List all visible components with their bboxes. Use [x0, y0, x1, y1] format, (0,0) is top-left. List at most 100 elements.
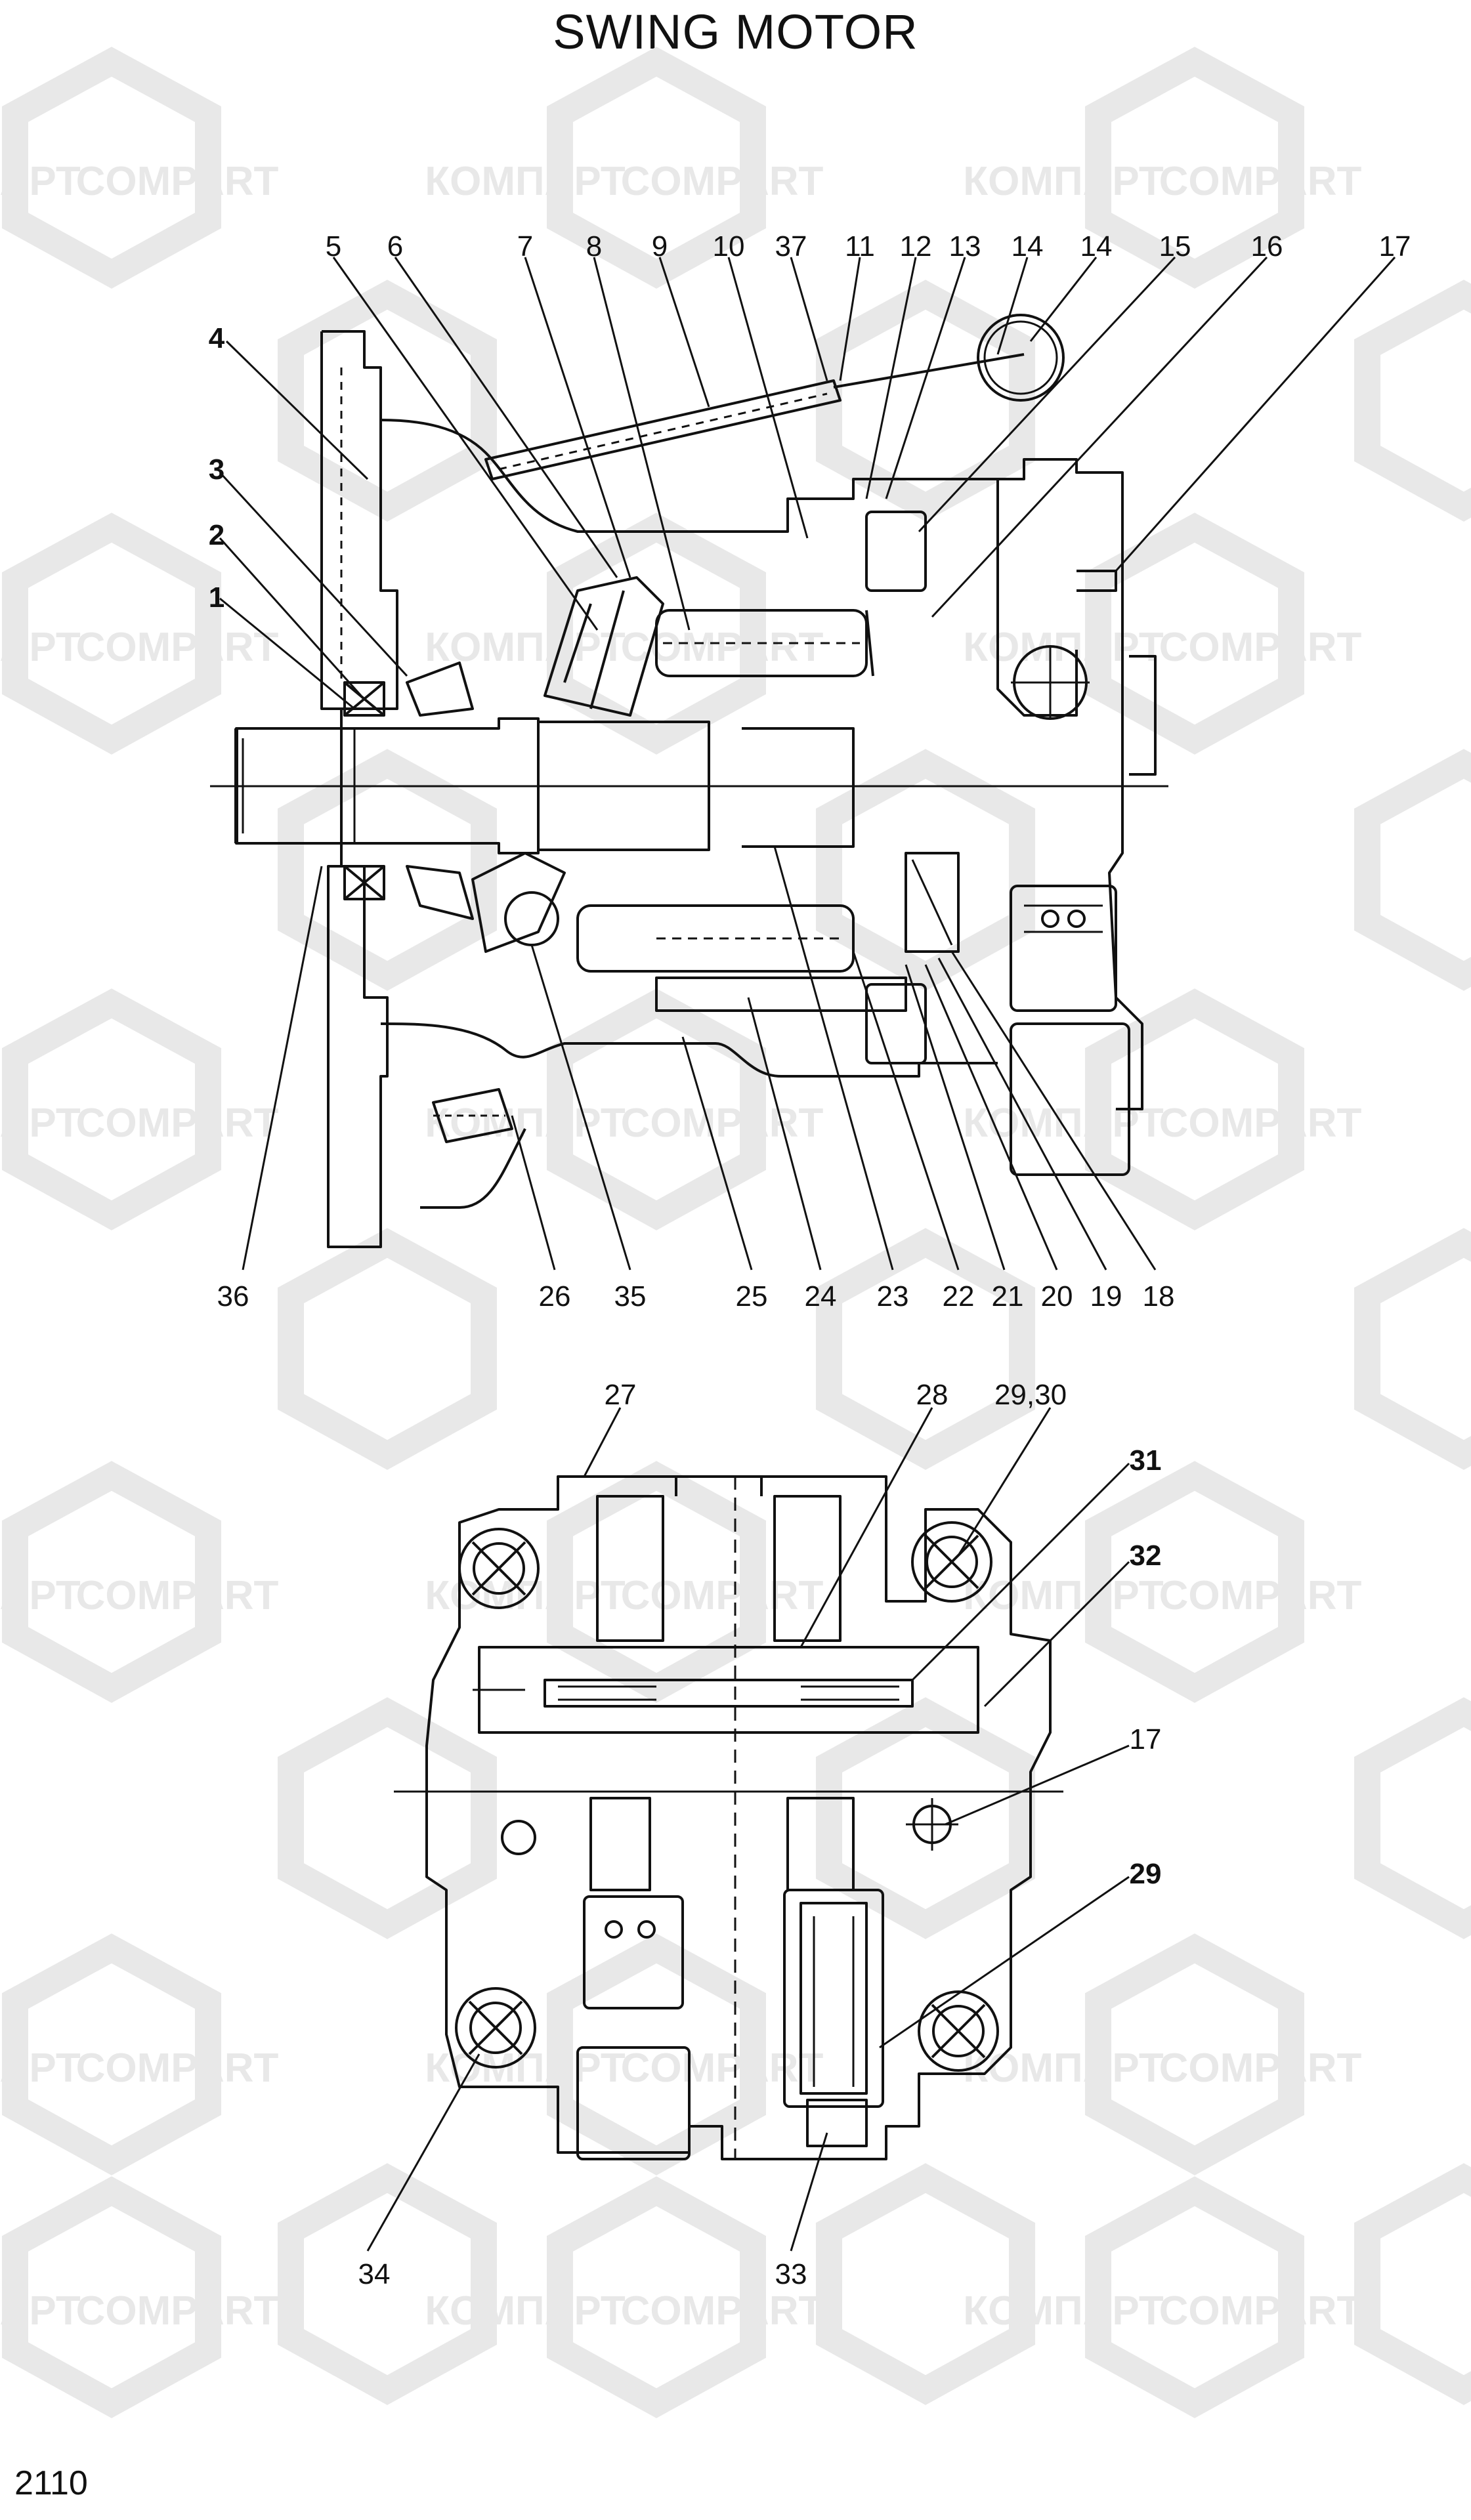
relief-valve — [1010, 885, 1130, 1176]
callout-27: 27 — [605, 1379, 637, 1411]
watermark-hexagon — [816, 1697, 1035, 1939]
callout-35: 35 — [614, 1280, 647, 1312]
watermark-text: КОМПАРТ — [0, 2046, 81, 2091]
watermark-hexagon — [2, 2176, 221, 2418]
callout-6: 6 — [387, 230, 403, 262]
callout-11: 11 — [845, 230, 875, 262]
watermark-hexagon — [547, 1461, 766, 1703]
callout-12: 12 — [900, 230, 932, 262]
callout-5: 5 — [326, 230, 341, 262]
callout-13: 13 — [949, 230, 981, 262]
watermark-hexagon — [1354, 749, 1471, 991]
callout-1: 1 — [209, 581, 224, 614]
watermark-hexagon — [816, 280, 1035, 522]
page-title: SWING MOTOR — [553, 5, 918, 59]
watermark-hexagon — [1085, 1461, 1304, 1703]
watermark-text: КОМПАРТ — [425, 2288, 626, 2334]
watermark-text: КОМПАРТ — [0, 1101, 81, 1146]
watermark-hexagon — [278, 280, 497, 522]
motor-housing-upper — [380, 419, 1143, 1110]
callout-16: 16 — [1251, 230, 1283, 262]
callout-7: 7 — [517, 230, 533, 262]
watermark-text: КОМПАРТ — [963, 2288, 1164, 2334]
valve-plate — [865, 511, 1090, 1064]
callout-19: 19 — [1090, 1280, 1122, 1312]
watermark-layer: COMPARTКОМПАРТCOMPARTКОМПАРТCOMPARTКОМПА… — [0, 47, 1471, 2418]
callout-29-30: 29,30 — [994, 1379, 1067, 1411]
watermark-text: КОМПАРТ — [425, 1573, 626, 1618]
callout-17: 17 — [1379, 230, 1411, 262]
watermark-hexagon — [2, 1461, 221, 1703]
watermark-hexagon — [547, 2176, 766, 2418]
watermark-text: COMPART — [621, 159, 824, 204]
watermark-hexagon — [547, 988, 766, 1230]
watermark-hexagon — [547, 513, 766, 755]
swash-plate — [471, 576, 664, 953]
callout-28: 28 — [916, 1379, 949, 1411]
watermark-hexagon — [547, 47, 766, 289]
watermark-text: COMPART — [1159, 1573, 1362, 1618]
watermark-hexagon — [1085, 513, 1304, 755]
callout-labels-bottom: 27 28 29,30 31 32 17 29 34 33 — [358, 1379, 1162, 2290]
callout-23: 23 — [877, 1280, 909, 1312]
watermark-text: COMPART — [621, 1101, 824, 1146]
watermark-text: COMPART — [621, 2046, 824, 2091]
watermark-hexagon — [1354, 2163, 1471, 2405]
watermark-text: COMPART — [1159, 2288, 1362, 2334]
watermark-hexagon — [1354, 280, 1471, 522]
watermark-text: COMPART — [1159, 159, 1362, 204]
watermark-hexagon — [1085, 47, 1304, 289]
watermark-text: КОМПАРТ — [963, 625, 1164, 670]
callout-10: 10 — [713, 230, 745, 262]
brake-spring — [484, 314, 1065, 480]
callout-31: 31 — [1130, 1444, 1162, 1477]
callout-34: 34 — [358, 2258, 391, 2290]
watermark-text: COMPART — [621, 1573, 824, 1618]
callout-8: 8 — [586, 230, 602, 262]
watermark-text: КОМПАРТ — [963, 159, 1164, 204]
watermark-text: КОМПАРТ — [0, 159, 81, 204]
sectional-view — [210, 314, 1168, 1248]
leader-lines-top — [219, 256, 1396, 1270]
callout-3: 3 — [209, 453, 224, 486]
watermark-text: COMPART — [1159, 625, 1362, 670]
callout-labels-top: 5 6 7 8 9 10 37 11 12 13 14 14 15 16 17 … — [209, 230, 1411, 1312]
bearing-front — [343, 662, 474, 920]
cylinder-block — [576, 609, 907, 1012]
callout-15: 15 — [1159, 230, 1191, 262]
watermark-text: COMPART — [76, 625, 279, 670]
watermark-hexagon — [2, 513, 221, 755]
watermark-text: КОМПАРТ — [963, 1573, 1164, 1618]
watermark-hexagon — [1085, 2176, 1304, 2418]
watermark-text: COMPART — [76, 159, 279, 204]
watermark-hexagon — [278, 749, 497, 991]
watermark-hexagon — [278, 2163, 497, 2405]
watermark-text: COMPART — [621, 2288, 824, 2334]
watermark-hexagon — [2, 988, 221, 1230]
valve-housing-outline — [425, 1475, 1052, 2160]
watermark-hexagon — [816, 749, 1035, 991]
watermark-text: КОМПАРТ — [0, 625, 81, 670]
callout-32: 32 — [1130, 1540, 1162, 1572]
watermark-hexagon — [2, 1933, 221, 2175]
watermark-text: КОМПАРТ — [963, 2046, 1164, 2091]
watermark-text: КОМПАРТ — [0, 1573, 81, 1618]
callout-17b: 17 — [1130, 1723, 1162, 1755]
motor-housing-lower — [380, 1022, 998, 1078]
watermark-hexagon — [1085, 988, 1304, 1230]
watermark-text: COMPART — [76, 2046, 279, 2091]
valve-housing-view — [394, 1475, 1063, 2160]
callout-14a: 14 — [1012, 230, 1044, 262]
watermark-hexagon — [1354, 1697, 1471, 1939]
watermark-text: КОМПАРТ — [0, 2288, 81, 2334]
watermark-hexagon — [2, 47, 221, 289]
page-number: 2110 — [14, 2464, 88, 2502]
callout-18: 18 — [1143, 1280, 1175, 1312]
watermark-hexagon — [816, 2163, 1035, 2405]
watermark-hexagon — [1085, 1933, 1304, 2175]
watermark-hexagon — [816, 1228, 1035, 1470]
leader-lines-bottom — [366, 1407, 1130, 2252]
callout-22: 22 — [943, 1280, 975, 1312]
watermark-text: COMPART — [76, 2288, 279, 2334]
